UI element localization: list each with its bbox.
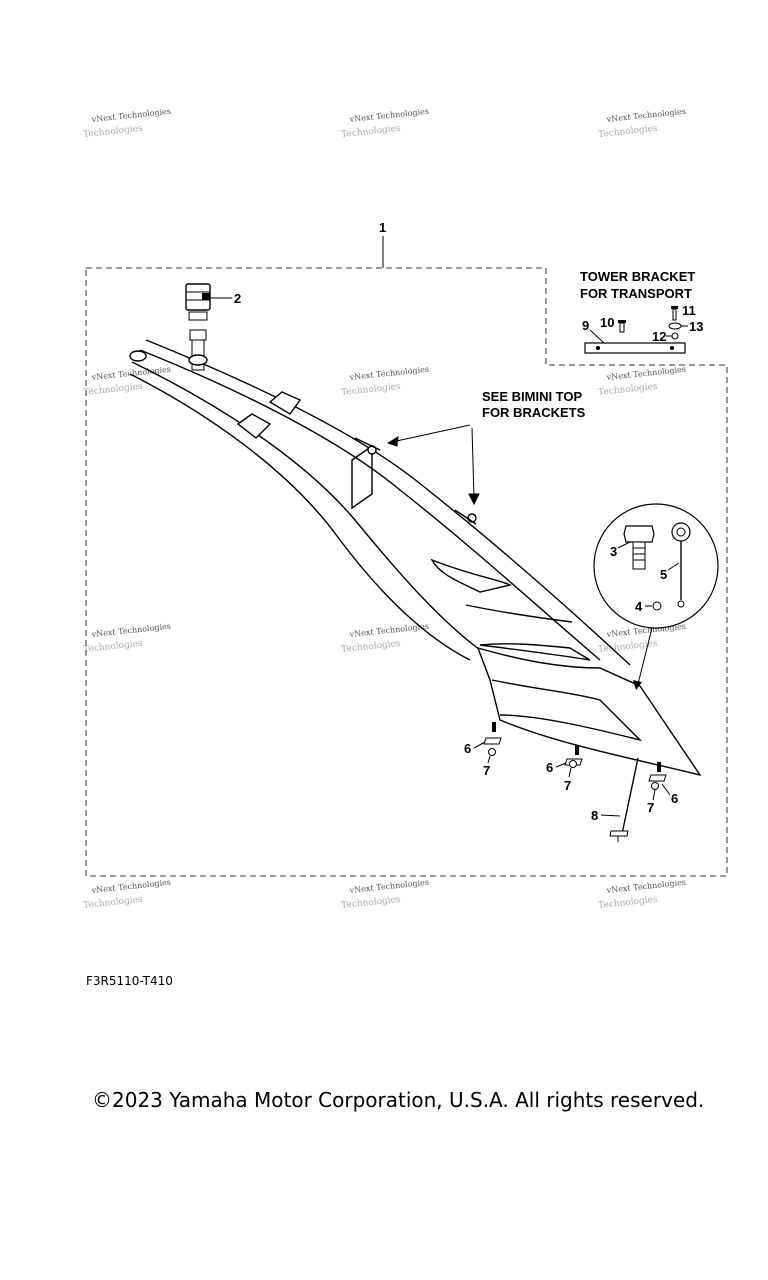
svg-text:vNext Technologies: vNext Technologies [605,878,686,895]
callout-7-a: 7 [483,763,490,778]
callout-leader-8 [600,814,621,817]
callout-6-a: 6 [464,741,471,756]
svg-text:vNext Technologies: vNext Technologies [90,365,171,382]
watermark: vNext Technologies Technologies [598,107,686,140]
figure-code: F3R5110-T410 [86,974,173,988]
watermark: vNext Technologies Technologies [341,107,429,140]
callout-2: 2 [234,291,241,306]
watermark: vNext Technologies Technologies [598,365,686,398]
nut-part-7-c [651,782,659,790]
callout-leader-6-c [661,783,671,796]
watermark: vNext Technologies Technologies [341,622,429,655]
watermark: vNext Technologies Technologies [83,365,171,398]
callout-11: 11 [682,303,696,318]
callout-leader-7-c [652,789,656,801]
callout-leader-7-a [487,755,491,764]
svg-text:vNext Technologies: vNext Technologies [605,365,686,382]
assembly-boundary [85,267,728,877]
washer-part-13 [668,322,682,330]
detail-leader [637,627,653,685]
callout-leader-3 [617,541,631,549]
lanyard-pin-part-5 [671,522,691,608]
svg-text:Technologies: Technologies [83,895,144,911]
callout-leader-6-a [473,741,486,749]
copyright-notice: ©2023 Yamaha Motor Corporation, U.S.A. A… [92,1088,705,1112]
callout-5: 5 [660,567,667,582]
plate-part-6-a [483,737,502,745]
bimini-note-line2: FOR BRACKETS [482,405,586,420]
svg-text:Technologies: Technologies [341,639,402,655]
svg-text:Technologies: Technologies [83,382,144,398]
watermark: vNext Technologies Technologies [83,622,171,655]
nut-part-12 [671,332,679,340]
callout-leader-5 [667,562,680,571]
callout-6-c: 6 [671,791,678,806]
knob-bolt-part-3 [623,525,655,570]
callout-leader-9 [589,329,605,344]
bolt-part-10 [618,320,626,333]
callout-10: 10 [600,315,614,330]
nut-part-4 [652,601,662,611]
nut-part-7-a [488,748,496,756]
transport-bracket-part-9 [584,342,686,354]
svg-text:vNext Technologies: vNext Technologies [605,107,686,124]
bimini-arrows [386,424,480,506]
tower-frame [129,339,702,777]
svg-text:vNext Technologies: vNext Technologies [90,622,171,639]
svg-text:Technologies: Technologies [598,382,659,398]
watermark: vNext Technologies Technologies [83,107,171,140]
callout-3: 3 [610,544,617,559]
tower-bracket-line1: TOWER BRACKET [580,269,695,284]
callout-7-b: 7 [564,778,571,793]
callout-12: 12 [652,329,666,344]
svg-text:vNext Technologies: vNext Technologies [348,365,429,382]
plate-part-6-c [648,774,667,782]
nut-part-7-b [569,760,577,768]
svg-text:vNext Technologies: vNext Technologies [90,107,171,124]
callout-8: 8 [591,808,598,823]
callout-7-c: 7 [647,800,654,815]
callout-6-b: 6 [546,760,553,775]
bolt-part-11 [671,306,678,321]
watermark: vNext Technologies Technologies [598,878,686,911]
svg-text:Technologies: Technologies [341,382,402,398]
mount-cap-part-2 [185,283,211,321]
detail-arrow [633,680,642,690]
callout-9: 9 [582,318,589,333]
svg-text:Technologies: Technologies [598,124,659,140]
svg-text:vNext Technologies: vNext Technologies [90,878,171,895]
tower-bracket-line2: FOR TRANSPORT [580,286,692,301]
callout-leader-7-b [568,767,572,778]
watermark: vNext Technologies Technologies [341,365,429,398]
svg-text:vNext Technologies: vNext Technologies [348,107,429,124]
svg-text:Technologies: Technologies [341,895,402,911]
callout-13: 13 [689,319,703,334]
callout-leader-6-b [555,762,567,768]
callout-1: 1 [379,220,386,235]
watermark: vNext Technologies Technologies [341,878,429,911]
svg-text:Technologies: Technologies [83,124,144,140]
svg-text:vNext Technologies: vNext Technologies [348,878,429,895]
bimini-note-line1: SEE BIMINI TOP [482,389,582,404]
svg-text:Technologies: Technologies [598,639,659,655]
callout-4: 4 [635,599,643,614]
pin-part-8 [609,757,639,842]
svg-text:Technologies: Technologies [341,124,402,140]
mount-studs [492,722,661,772]
svg-text:Technologies: Technologies [598,895,659,911]
svg-text:Technologies: Technologies [83,639,144,655]
watermark: vNext Technologies Technologies [83,878,171,911]
